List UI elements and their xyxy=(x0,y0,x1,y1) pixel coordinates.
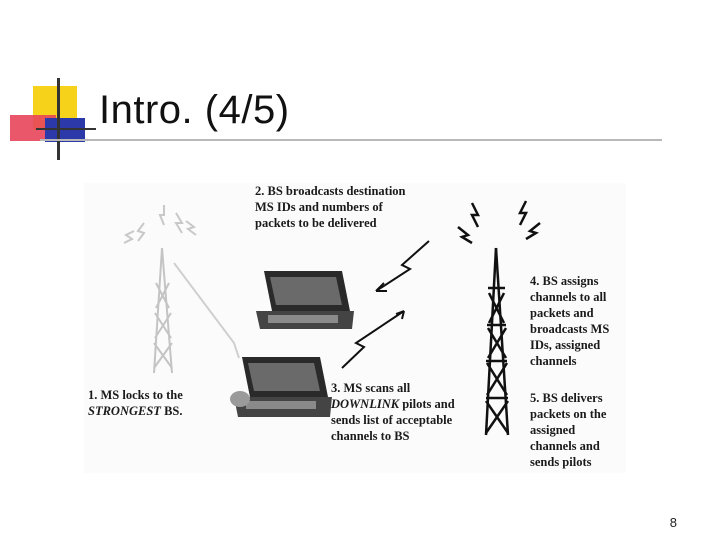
step3-line2: DOWNLINK pilots and xyxy=(331,396,455,412)
step3-line2-rest: pilots and xyxy=(399,397,455,411)
page-number: 8 xyxy=(670,515,677,530)
step5-line5: sends pilots xyxy=(530,454,606,470)
step4-line1: 4. BS assigns xyxy=(530,273,609,289)
step3-line3: sends list of acceptable xyxy=(331,412,455,428)
slide-corner-logo xyxy=(0,0,110,170)
step3-line4: channels to BS xyxy=(331,428,455,444)
step2-line1: 2. BS broadcasts destination xyxy=(255,183,406,199)
step2-line3: packets to be delivered xyxy=(255,215,406,231)
step5-line3: assigned xyxy=(530,422,606,438)
step5-line4: channels and xyxy=(530,438,606,454)
step1-line1: 1. MS locks to the xyxy=(88,387,183,403)
step1-caption: 1. MS locks to the STRONGEST BS. xyxy=(88,387,183,419)
step1-line2-rest: BS. xyxy=(161,404,183,418)
step5-line2: packets on the xyxy=(530,406,606,422)
step1-line2: STRONGEST BS. xyxy=(88,403,183,419)
step1-strongest-italic: STRONGEST xyxy=(88,404,161,418)
logo-horizontal-line xyxy=(36,128,96,130)
step5-line1: 5. BS delivers xyxy=(530,390,606,406)
step4-line6: channels xyxy=(530,353,609,369)
upper-laptop-icon xyxy=(256,271,354,329)
step2-caption: 2. BS broadcasts destination MS IDs and … xyxy=(255,183,406,231)
step4-line3: packets and xyxy=(530,305,609,321)
step3-caption: 3. MS scans all DOWNLINK pilots and send… xyxy=(331,380,455,444)
step2-line2: MS IDs and numbers of xyxy=(255,199,406,215)
step3-downlink-italic: DOWNLINK xyxy=(331,397,399,411)
step3-line1: 3. MS scans all xyxy=(331,380,455,396)
step5-caption: 5. BS delivers packets on the assigned c… xyxy=(530,390,606,470)
title-underline xyxy=(40,139,662,141)
step4-line4: broadcasts MS xyxy=(530,321,609,337)
logo-vertical-line xyxy=(57,78,60,160)
step4-line5: IDs, assigned xyxy=(530,337,609,353)
diagram: 2. BS broadcasts destination MS IDs and … xyxy=(84,183,626,473)
step4-caption: 4. BS assigns channels to all packets an… xyxy=(530,273,609,369)
step4-line2: channels to all xyxy=(530,289,609,305)
slide-title: Intro. (4/5) xyxy=(99,88,290,133)
